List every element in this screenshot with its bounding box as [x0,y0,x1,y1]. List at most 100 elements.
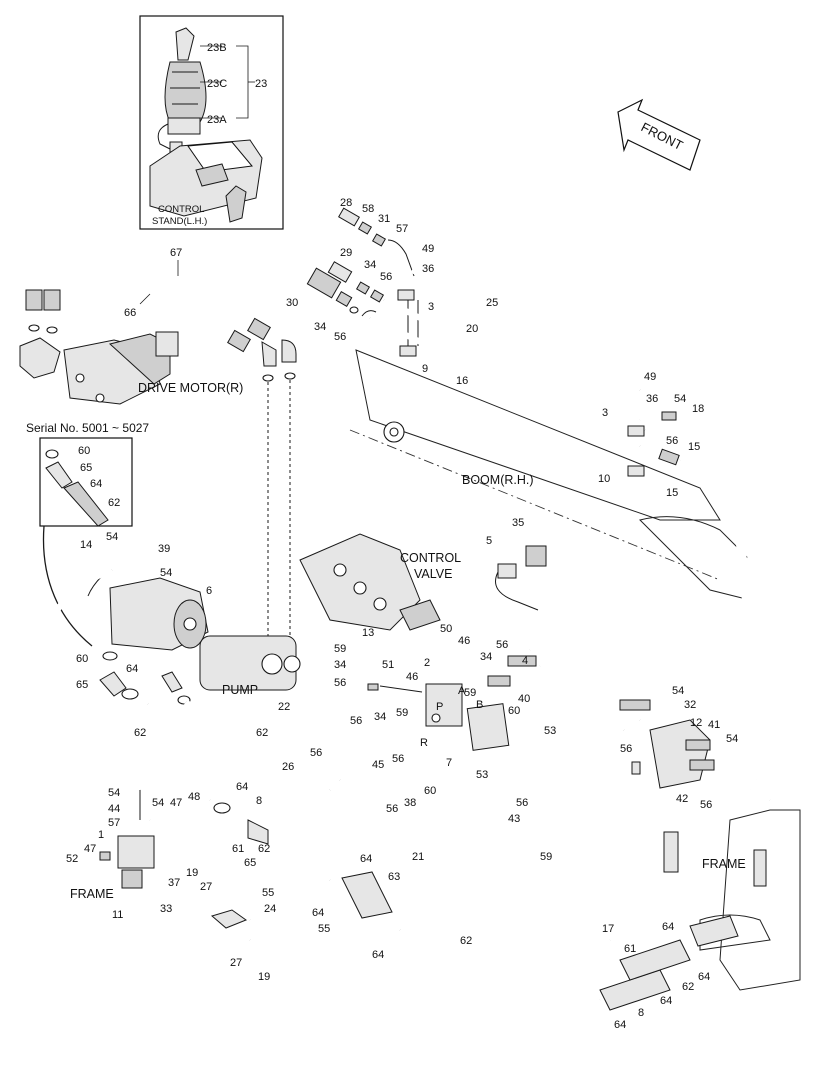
callout: 62 [134,727,146,739]
control-valve-label-line2: VALVE [414,567,452,581]
callout: 47 [84,843,96,855]
callout: 1 [98,829,104,841]
callout: 51 [382,659,394,671]
callout: 39 [158,543,170,555]
callout: 54 [152,797,164,809]
callout: 4 [522,655,528,667]
center-valve-block: 13 59 34 56 51 50 46 2 46 34 56 4 59 P A… [278,623,643,941]
boom-label: BOOM(R.H.) [462,473,534,487]
callout: 44 [108,803,120,815]
callout: 9 [422,363,428,375]
callout: 54 [726,733,738,745]
callout: 24 [264,903,276,915]
callout: 45 [372,759,384,771]
callout: 34 [314,321,326,333]
callout: 46 [406,671,418,683]
callout: 29 [340,247,352,259]
callout: 35 [512,517,524,529]
serial-inset: Serial No. 5001 ~ 5027 60 65 64 62 [26,421,149,647]
callout: 57 [108,817,120,829]
callout: 54 [108,787,120,799]
callout: 64 [614,1019,626,1031]
hose-67-66: 67 66 [25,240,297,660]
callout: 15 [666,487,678,499]
drive-motor: DRIVE MOTOR(R) [19,331,243,405]
callout: 34 [334,659,346,671]
callout: 67 [170,247,182,259]
callout: 15 [688,441,700,453]
callout: 31 [378,213,390,225]
callout: 34 [480,651,492,663]
callout: 6 [206,585,212,597]
callout: 10 [598,473,610,485]
callout: 66 [124,307,136,319]
left-bottom-valve: 54 44 57 54 47 48 8 1 47 52 19 37 11 33 … [66,781,270,921]
callout: 60 [76,653,88,665]
callout: 62 [258,843,270,855]
control-stand-label-line2: STAND(L.H.) [152,216,207,227]
callout: 53 [476,769,488,781]
callout: 5 [486,535,492,547]
callout: 56 [350,715,362,727]
callout: 56 [334,677,346,689]
callout: 64 [372,949,384,961]
callout: 58 [362,203,374,215]
top-fittings-group: 28 58 31 57 29 34 56 30 34 56 49 36 3 25… [286,197,647,449]
callout: A [458,685,466,697]
callout: 54 [672,685,684,697]
callout: P [436,701,443,713]
right-bracket-group: 54 32 12 41 54 56 42 56 [619,685,738,811]
callout: 41 [708,719,720,731]
callout: 20 [466,323,478,335]
callout: 62 [682,981,694,993]
relay-5-35: 5 35 [486,517,547,611]
callout: 62 [256,727,268,739]
callout: 37 [168,877,180,889]
frame-right-label: FRAME [702,857,746,871]
callout: 65 [80,462,92,474]
callout: 56 [496,639,508,651]
callout: 64 [126,663,138,675]
callout: 60 [78,445,90,457]
callout: 48 [188,791,200,803]
control-stand-label-line1: CONTROL [158,204,204,215]
callout: 8 [638,1007,644,1019]
callout: 21 [412,851,424,863]
callout: 59 [396,707,408,719]
frame-left-label: FRAME [70,887,114,901]
callout: 42 [676,793,688,805]
callout: 54 [106,531,118,543]
callout: 56 [700,799,712,811]
callout: 62 [460,935,472,947]
front-arrow: FRONT [617,98,701,171]
callout: 64 [312,907,324,919]
callout: 26 [282,761,294,773]
gear-pump-6: PUMP 14 54 39 54 6 60 64 65 62 62 [42,531,333,882]
callout: 56 [380,271,392,283]
callout: 56 [310,747,322,759]
callout: 34 [374,711,386,723]
callout: 25 [486,297,498,309]
callout: 27 [230,957,242,969]
bottom-hoses: 55 24 64 55 21 63 64 64 62 56 43 59 17 6… [149,797,739,1031]
callout: 61 [624,943,636,955]
callout: 14 [80,539,92,551]
callout: 54 [674,393,686,405]
callout: 59 [540,851,552,863]
callout: 28 [340,197,352,209]
callout: 19 [258,971,270,983]
callout: 30 [286,297,298,309]
callout: 40 [518,693,530,705]
pump-label: PUMP [222,683,258,697]
callout: 11 [112,909,123,921]
callout: 23C [207,78,227,90]
callout: 64 [662,921,674,933]
callout: 64 [360,853,372,865]
callout: 2 [424,657,430,669]
control-valve: CONTROL VALVE [299,533,461,631]
callout: 36 [646,393,658,405]
callout: 52 [66,853,78,865]
boom-right-tubes: 49 36 54 18 3 56 15 15 10 [598,371,773,801]
callout: 7 [446,757,452,769]
